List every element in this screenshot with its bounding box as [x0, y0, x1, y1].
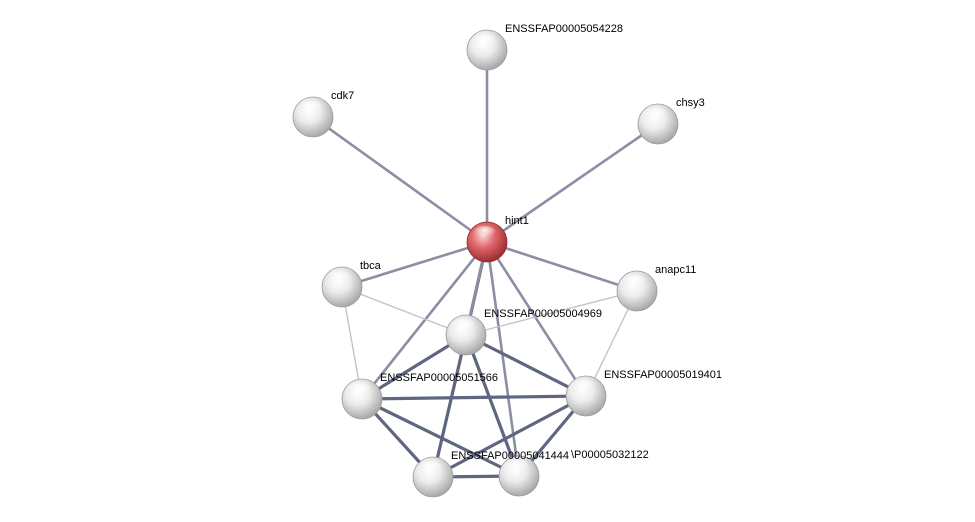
node-label: ENSSFAP00005051566: [380, 372, 498, 384]
node-label: hint1: [505, 215, 529, 227]
node-anapc11[interactable]: [616, 270, 658, 312]
node-ENSSFAP00005019401[interactable]: [565, 375, 607, 417]
edge-hint1-cdk7: [311, 115, 489, 244]
node-ENSSFAP00005051566[interactable]: [341, 378, 383, 420]
node-highlight: [348, 383, 372, 397]
node-tbca[interactable]: [321, 266, 363, 308]
edge-hint1-anapc11: [485, 240, 639, 293]
node-highlight: [419, 461, 443, 475]
node-label: ENSSFAP00005041444: [451, 450, 569, 462]
node-label: cdk7: [331, 90, 354, 102]
node-highlight: [328, 271, 352, 285]
node-highlight: [299, 101, 323, 115]
edge-ENSSFAP00005004969-ENSSFAP00005032122: [464, 333, 521, 478]
edge-tbca-ENSSFAP00005004969: [341, 286, 467, 336]
node-label: chsy3: [676, 97, 705, 109]
edge-hint1-ENSSFAP00005032122: [485, 240, 521, 478]
edge-hint1-tbca: [340, 240, 489, 289]
node-chsy3[interactable]: [637, 103, 679, 145]
node-highlight: [452, 319, 476, 333]
edge-hint1-ENSSFAP00005051566: [360, 240, 489, 401]
edge-ENSSFAP00005004969-ENSSFAP00005019401: [464, 333, 588, 398]
node-highlight: [572, 380, 596, 394]
node-hint1[interactable]: [466, 221, 508, 263]
node-highlight: [473, 226, 497, 240]
edge-ENSSFAP00005051566-ENSSFAP00005019401: [360, 394, 588, 401]
node-label: \P00005032122: [571, 449, 649, 461]
node-label: tbca: [360, 260, 382, 272]
node-cdk7[interactable]: [292, 96, 334, 138]
edge-anapc11-ENSSFAP00005004969: [465, 290, 638, 336]
node-highlight: [644, 108, 668, 122]
edge-ENSSFAP00005004969-ENSSFAP00005041444: [431, 333, 468, 479]
node-ENSSFAP00005054228[interactable]: [466, 29, 508, 71]
node-ENSSFAP00005004969[interactable]: [445, 314, 487, 356]
node-highlight: [505, 460, 529, 474]
edge-ENSSFAP00005019401-ENSSFAP00005041444: [431, 394, 588, 479]
edge-hint1-chsy3: [485, 122, 660, 244]
node-highlight: [623, 275, 647, 289]
node-ENSSFAP00005041444[interactable]: [412, 456, 454, 498]
node-highlight: [473, 34, 497, 48]
node-label: ENSSFAP00005019401: [604, 369, 722, 381]
node-ENSSFAP00005032122[interactable]: [498, 455, 540, 497]
edge-hint1-ENSSFAP00005019401: [485, 240, 588, 398]
node-label: ENSSFAP00005054228: [505, 23, 623, 35]
edge-ENSSFAP00005051566-ENSSFAP00005032122: [360, 397, 521, 478]
node-layer: hint1 ENSSFAP00005054228 cdk7 chsy3 tbca anap…: [292, 23, 722, 498]
node-label: anapc11: [655, 264, 696, 276]
node-label: ENSSFAP00005004969: [484, 308, 602, 320]
